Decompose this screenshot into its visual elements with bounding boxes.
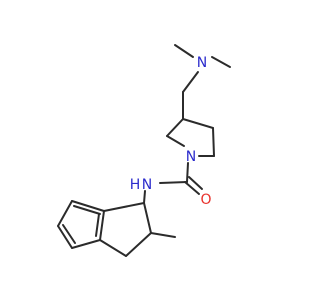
bond-indane-c3-c3a: [99, 239, 127, 257]
bond-benzene-c7a-c7a-inner: [95, 213, 100, 237]
bond-ring-c4-c5: [212, 127, 215, 157]
bond-indane-c2-methyl: [150, 232, 176, 238]
bond-benzene-c4-c5-inner: [62, 224, 76, 244]
atom-label-o-carbonyl: O: [200, 192, 211, 208]
bond-benzene-c6-c7: [71, 200, 105, 212]
bond-carbonyl-nh: [159, 181, 188, 184]
bond-benzene-c6-c7-inner: [73, 205, 101, 215]
bond-nh-indane-c1: [143, 190, 146, 204]
bond-ring-n-c2: [166, 135, 185, 147]
structure-drawing: N N N H O: [57, 44, 231, 257]
bond-benzene-c4-c5: [57, 225, 73, 249]
bond-benzene-c5-c6: [57, 200, 73, 227]
bond-nme-methyl2: [211, 56, 231, 68]
bond-carbonyl-o-1: [184, 181, 200, 195]
atom-label-n-amide: N: [142, 177, 152, 193]
bond-ring-c3-c4: [182, 118, 214, 129]
bond-indane-c2-c3: [125, 232, 152, 257]
atom-label-h-amide: H: [130, 177, 141, 193]
bond-carbonyl-o-2: [188, 176, 203, 190]
bond-ring-c2-c3: [166, 118, 184, 137]
bond-benzene-c3a-c4: [71, 239, 101, 249]
bond-nme-methyl1: [174, 44, 194, 58]
molecule-canvas: N N N H O: [57, 44, 231, 257]
bond-indane-c1-c7a: [103, 202, 145, 212]
bond-benzene-c7a-c3a: [99, 210, 105, 241]
bond-nme-ch2: [182, 71, 199, 93]
atom-label-n-amine: N: [197, 55, 207, 71]
bond-indane-c1-c2: [143, 202, 152, 234]
atom-label-n-ring: N: [186, 149, 196, 165]
bond-nring-carbonyl: [186, 162, 189, 183]
